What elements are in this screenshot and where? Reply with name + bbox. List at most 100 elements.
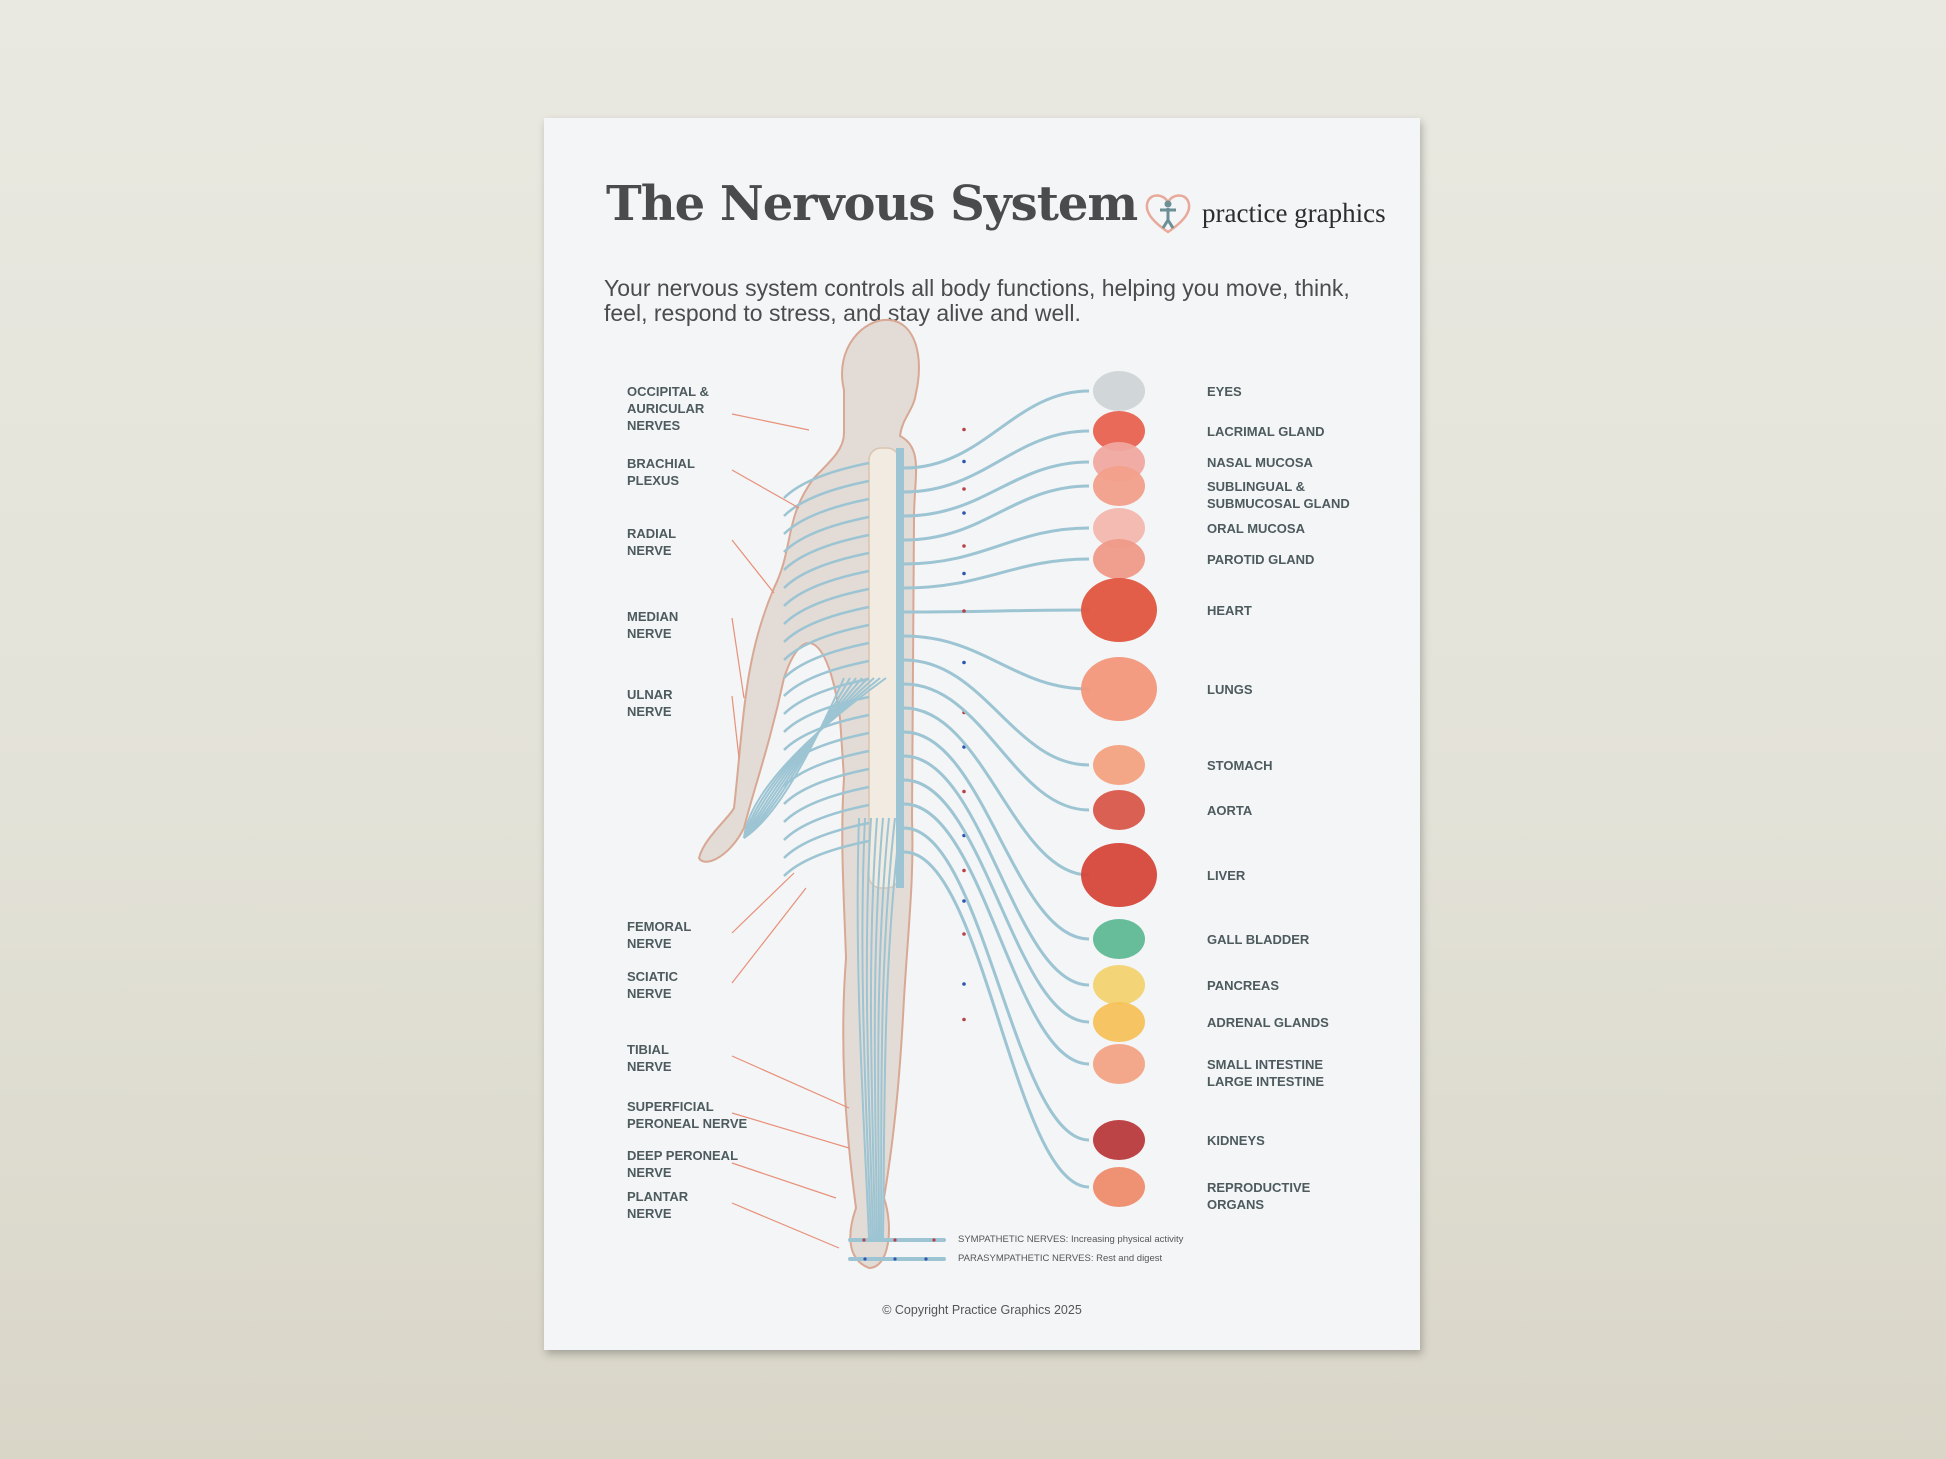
leader-line [731, 1055, 850, 1109]
organ-label: LUNGS [1207, 682, 1253, 697]
autonomic-nerve [903, 429, 1090, 494]
brand-name: practice graphics [1202, 197, 1386, 228]
spinal-nerve [783, 803, 870, 841]
organ-label: GALL BLADDER [1207, 932, 1310, 947]
leg-nerve [861, 817, 872, 1239]
autonomic-nerve [903, 682, 1090, 812]
arm-nerve [743, 677, 869, 839]
organ-illustration [1081, 578, 1157, 642]
leader-line [731, 887, 807, 984]
nervous-system-illustration [697, 318, 1157, 1270]
poster-title: The Nervous System [606, 176, 1138, 232]
leg-nerve [856, 817, 870, 1239]
autonomic-nerve [903, 802, 1090, 1066]
spinal-cord [896, 448, 904, 888]
organ-illustration [1093, 919, 1145, 959]
legend-sympathetic: SYMPATHETIC NERVES: Increasing physical … [848, 1230, 1183, 1249]
organ-label: KIDNEYS [1207, 1133, 1265, 1148]
organ-label: PANCREAS [1207, 978, 1279, 993]
nerve-dot [962, 511, 966, 515]
autonomic-nerve [903, 778, 1090, 1024]
spinal-nerve [783, 587, 870, 625]
organ-illustration [1081, 657, 1157, 721]
leader-line [731, 469, 800, 509]
nerve-dot [962, 571, 966, 576]
organ-label: ORAL MUCOSA [1207, 521, 1305, 536]
spinal-nerve [783, 515, 870, 553]
organ-label: LACRIMAL GLAND [1207, 424, 1325, 439]
legend-parasympathetic: PARASYMPATHETIC NERVES: Rest and digest [848, 1249, 1183, 1268]
nerve-dot [962, 789, 966, 794]
spinal-nerve [783, 569, 870, 607]
organ-label: REPRODUCTIVE ORGANS [1207, 1180, 1311, 1212]
organ-illustration [1093, 371, 1145, 411]
autonomic-nerve [903, 658, 1090, 767]
nerve-label: OCCIPITAL & AURICULAR NERVES [627, 384, 709, 433]
autonomic-nerve [903, 850, 1090, 1189]
spinal-nerve [783, 533, 870, 571]
leader-line [731, 872, 795, 934]
organ-illustration [1093, 508, 1145, 548]
spinal-nerve [783, 695, 870, 733]
organ-label: PAROTID GLAND [1207, 552, 1315, 567]
leader-line [731, 539, 775, 594]
parasympathetic-line-icon [848, 1256, 946, 1261]
arm-nerve [743, 677, 857, 839]
arm-nerve [743, 677, 881, 839]
arm-nerve [743, 677, 887, 839]
organ-illustration [1093, 411, 1145, 451]
spinal-nerve [783, 821, 870, 859]
nerve-label: MEDIAN NERVE [627, 609, 679, 641]
legend-label: PARASYMPATHETIC NERVES: Rest and digest [958, 1253, 1163, 1264]
leader-line [731, 1112, 850, 1149]
organ-illustration [1093, 965, 1145, 1005]
leg-nerve [869, 817, 878, 1239]
nervous-system-poster: The Nervous System practice graphics You… [544, 118, 1420, 1350]
organ-label: HEART [1207, 603, 1252, 618]
leg-nerve [882, 817, 902, 1239]
nerve-label: TIBIAL NERVE [627, 1042, 672, 1074]
leg-nerve [873, 817, 884, 1239]
spinal-nerve [783, 839, 870, 877]
nerve-dot [962, 660, 966, 665]
autonomic-nerve [903, 608, 1090, 614]
poster-subtitle: Your nervous system controls all body fu… [604, 275, 1350, 326]
legend: SYMPATHETIC NERVES: Increasing physical … [848, 1230, 1183, 1268]
autonomic-nerve [903, 730, 1090, 941]
nerve-label: PLANTAR NERVE [627, 1189, 689, 1221]
spinal-nerve [783, 479, 870, 517]
spinal-nerve [783, 623, 870, 661]
leg-nerve [865, 817, 874, 1239]
heart-person-icon [1145, 194, 1191, 234]
leader-line [731, 617, 745, 699]
autonomic-nerve [903, 754, 1090, 987]
autonomic-nerve [903, 706, 1090, 877]
nerve-dot [962, 932, 966, 936]
nerve-dot [962, 868, 966, 873]
legend-label: SYMPATHETIC NERVES: Increasing physical … [958, 1234, 1184, 1245]
spinal-nerve [783, 497, 870, 535]
spinal-nerve [783, 551, 870, 589]
spinal-nerve [783, 767, 870, 805]
autonomic-nerve [903, 557, 1090, 590]
spinal-nerve [783, 659, 870, 697]
organ-illustration [1093, 745, 1145, 785]
leader-line [731, 1202, 840, 1249]
spinal-nerve [783, 641, 870, 679]
nerve-dot [962, 427, 966, 432]
nerve-dot [962, 982, 966, 986]
autonomic-nerve [903, 460, 1090, 518]
nerve-label: RADIAL NERVE [627, 526, 677, 558]
organ-label: NASAL MUCOSA [1207, 455, 1313, 470]
nerve-label: DEEP PERONEAL NERVE [627, 1148, 739, 1180]
nerve-dot [962, 899, 966, 903]
spinal-nerve [783, 461, 870, 499]
organ-label: SMALL INTESTINE LARGE INTESTINE [1207, 1057, 1325, 1089]
organ-illustration [1081, 843, 1157, 907]
organ-illustration [1093, 466, 1145, 506]
spinal-nerve [783, 785, 870, 823]
nerve-label: FEMORAL NERVE [627, 919, 692, 951]
autonomic-nerve [903, 389, 1090, 470]
copyright: © Copyright Practice Graphics 2025 [882, 1303, 1082, 1317]
organ-illustration [1093, 1120, 1145, 1160]
